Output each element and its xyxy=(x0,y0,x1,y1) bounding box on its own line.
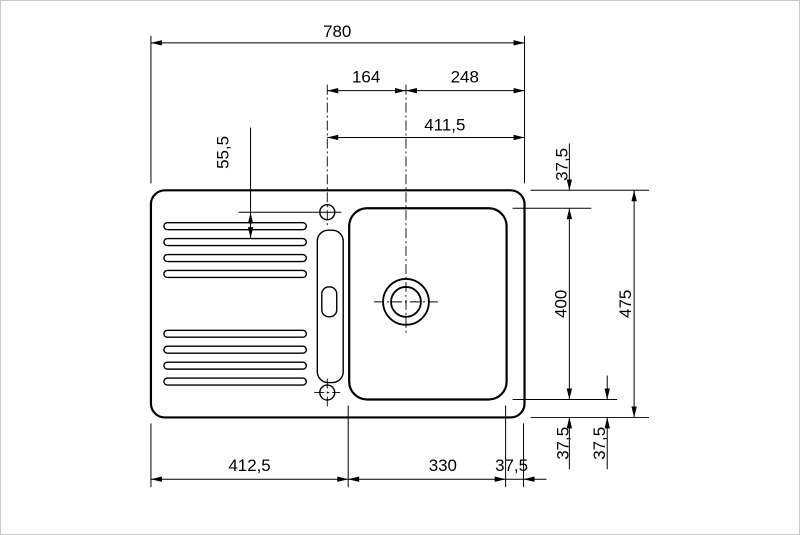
dim-label-basin-top-margin: 37,5 xyxy=(552,148,571,181)
dim-label-tap-hole-offset: 55,5 xyxy=(214,136,233,169)
dim-label-drainer-width: 412,5 xyxy=(228,456,270,475)
sink-body xyxy=(149,189,526,419)
dimension-lines xyxy=(150,40,637,482)
dim-label-drain-to-right-edge: 248 xyxy=(451,68,479,87)
dimension-labels: 780 164 248 411,5 55,5 37,5 400 475 37,5… xyxy=(214,22,635,475)
drainboard-ribs xyxy=(163,221,308,386)
dim-label-basin-bottom-margin-alt: 37,5 xyxy=(590,427,609,460)
dim-label-total-depth: 475 xyxy=(616,290,635,318)
dim-label-tap-to-drain: 164 xyxy=(352,68,380,87)
basin-outline xyxy=(348,207,508,401)
overflow-slot xyxy=(321,286,338,318)
dim-label-basin-bottom-margin: 37,5 xyxy=(553,427,572,460)
extension-lines xyxy=(150,35,650,488)
dim-label-basin-right-margin: 37,5 xyxy=(495,456,528,475)
dim-label-basin-width: 330 xyxy=(429,456,457,475)
dim-label-tap-to-right-edge: 411,5 xyxy=(424,116,465,135)
dim-label-basin-depth: 400 xyxy=(551,290,570,318)
dim-label-total-width: 780 xyxy=(323,22,351,41)
centerlines xyxy=(314,84,438,407)
